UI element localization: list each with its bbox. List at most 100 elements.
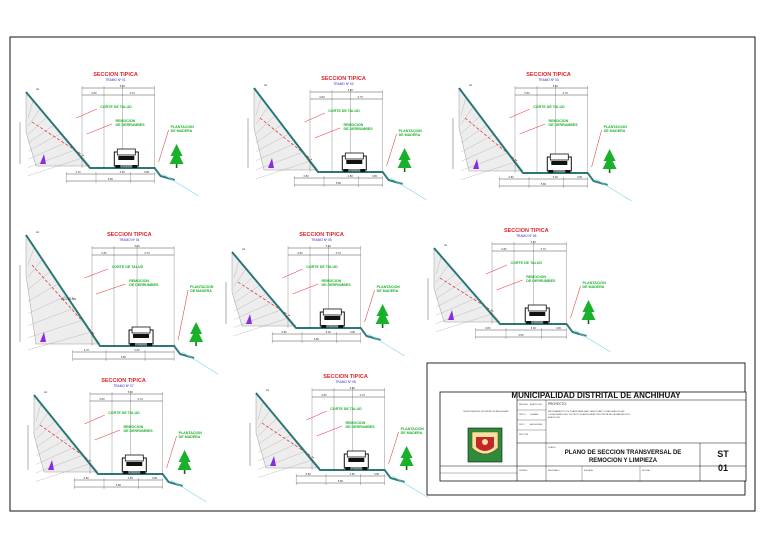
slope-hatch: [233, 301, 275, 320]
dim-value: 4.70: [84, 348, 90, 352]
slope-hatch: [435, 280, 464, 300]
slope-hatch: [255, 115, 276, 134]
slope-hatch: [255, 97, 262, 116]
section-tramo: TRAMO Nº 08: [335, 380, 356, 384]
slope-hatch: [255, 106, 269, 125]
slope-hatch: [27, 100, 34, 119]
pointer-line: [388, 431, 399, 465]
tree-icon: [375, 304, 390, 328]
slope-hatch: [257, 401, 264, 420]
tree-icon: [177, 450, 192, 474]
slope-hatch: [35, 412, 49, 431]
height-marker: [40, 332, 46, 342]
slope-hatch: [435, 288, 471, 308]
dim-value: 0.80: [501, 247, 507, 251]
prov-label: PROV.:: [519, 414, 527, 416]
slope-hatch: [35, 420, 56, 439]
dim-value: 0.80: [282, 330, 288, 334]
dim-value: 5.80: [531, 240, 537, 244]
height-marker: [246, 314, 252, 324]
dim-value: 5.80: [135, 244, 141, 248]
dim-value: 5.80: [314, 337, 320, 341]
tree-icon: [397, 148, 412, 172]
slope-hatch: [257, 434, 292, 453]
section-tramo: TRAMO Nº 03: [538, 78, 559, 82]
dim-value: 0.80: [350, 330, 356, 334]
pointer-line: [570, 285, 581, 319]
slope-hatch: [460, 97, 467, 116]
slope-hatch: [27, 331, 92, 351]
slope-hatch: [27, 319, 84, 338]
slope-hatch: [460, 106, 474, 125]
slope-hatch: [27, 283, 59, 302]
dim-value: 0.80: [297, 251, 303, 255]
pointer-line: [292, 283, 319, 295]
label-corte-talud: CORTE DE TALUD: [112, 265, 144, 269]
dim-value: 5.80: [348, 88, 354, 92]
dim-value: 0.80: [321, 393, 327, 397]
height-marker: [473, 159, 479, 169]
proyecto-text: MEJORAMIENTO DE TRANSITABILIDAD VEHICULA…: [548, 410, 630, 419]
dim-value: 5.80: [336, 181, 342, 185]
slope-hatch: [257, 426, 285, 445]
slope-hatch: [27, 271, 51, 290]
footer-label-escala: ESCALA:: [584, 469, 594, 472]
entity-name: MUNICIPALIDAD DISTRITAL DE ANCHIHUAY: [511, 391, 681, 400]
slope-hatch: [233, 260, 240, 279]
pointer-line: [509, 108, 530, 119]
section-tramo: TRAMO Nº 05: [311, 238, 332, 242]
runoff-line: [170, 479, 207, 503]
plano-title-line2: REMOCION Y LIMPIEZA: [589, 458, 658, 464]
truck-icon: [128, 326, 154, 346]
slope-hatch: [255, 133, 290, 152]
pointer-line: [591, 129, 602, 168]
truck-icon: [319, 308, 345, 328]
section-title: SECCION TIPICA: [299, 232, 344, 238]
slope-hatch: [435, 297, 479, 316]
dim-value: 5.80: [553, 84, 559, 88]
sheet-number: 01: [718, 463, 728, 473]
dim-value: 0.70: [145, 251, 151, 255]
slope-hatch: [255, 124, 283, 143]
slope-hatch: [233, 317, 289, 336]
dim-value: 4.70: [76, 170, 82, 174]
slope-top-label: Hc: [44, 390, 48, 394]
pointer-line: [76, 108, 97, 119]
sector-label: SECTOR:: [519, 434, 529, 436]
truck-icon: [113, 148, 139, 168]
slope-hatch: [255, 151, 304, 170]
dim-value: 5.80: [108, 177, 114, 181]
section-title: SECCION TIPICA: [321, 76, 366, 82]
section-tramo: TRAMO Nº 06: [516, 234, 537, 238]
label-corte-talud: CORTE DE TALUD: [328, 109, 360, 113]
runoff-line: [595, 178, 632, 202]
prov-value: LA MAR: [530, 413, 538, 416]
pointer-line: [314, 127, 341, 139]
pointer-line: [84, 414, 105, 425]
region-label: REGION:: [519, 404, 529, 406]
pointer-line: [316, 425, 343, 437]
footer-label-diseno: DISEÑO:: [519, 469, 528, 472]
runoff-line: [390, 177, 427, 201]
slope-top-label: Hc: [264, 83, 268, 87]
section-tramo: TRAMO Nº 04: [119, 238, 140, 242]
tree-icon: [169, 144, 184, 168]
label-corte-talud: CORTE DE TALUD: [533, 105, 565, 109]
slope-hatch: [460, 152, 509, 171]
slope-hatch: [233, 268, 247, 287]
label-corte-talud: CORTE DE TALUD: [108, 411, 140, 415]
